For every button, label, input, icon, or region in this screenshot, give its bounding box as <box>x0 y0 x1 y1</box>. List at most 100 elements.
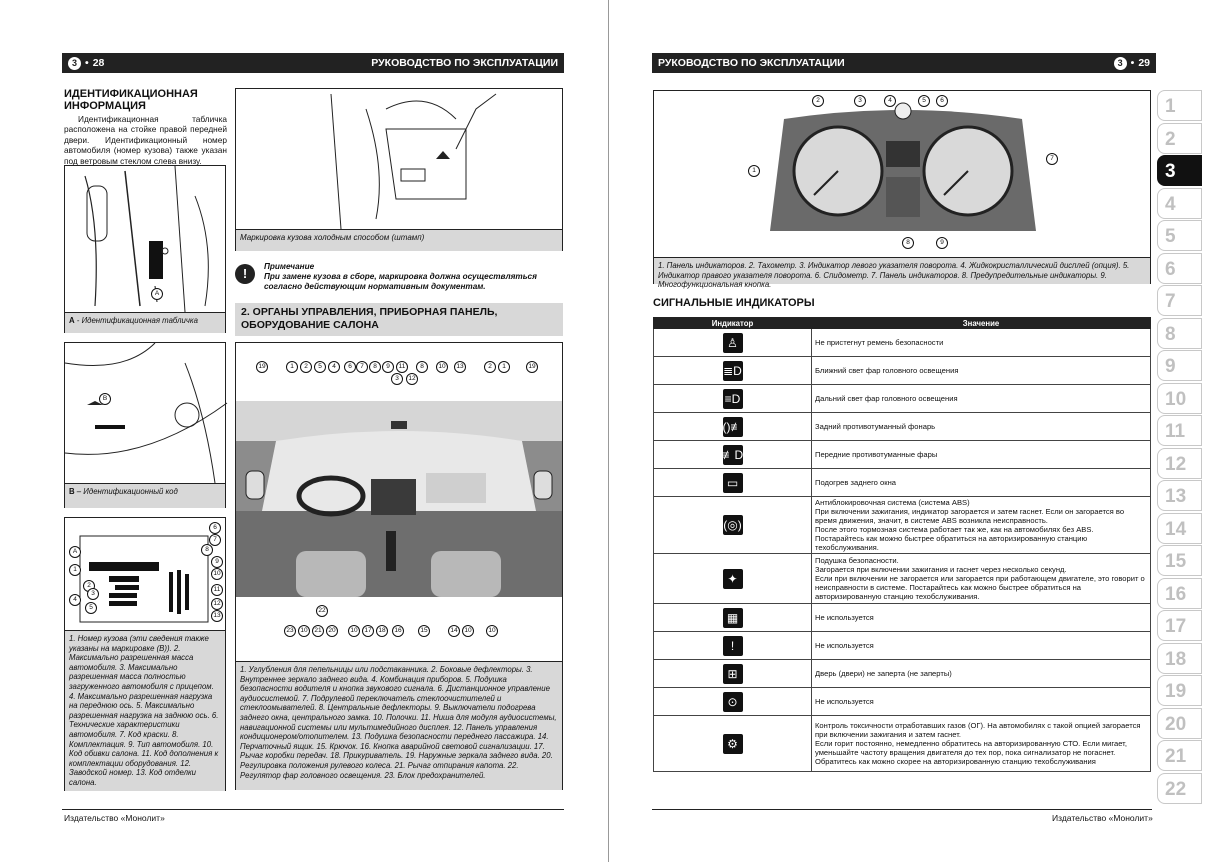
meaning-line: Не используется <box>815 613 874 622</box>
seatbelt-icon: ♙ <box>722 332 743 353</box>
indicator-cell: ▦ <box>653 603 812 632</box>
chapter-tab-4[interactable]: 4 <box>1157 187 1202 219</box>
rear-defrost-icon: ▭ <box>722 472 743 493</box>
meaning-line: Постарайтесь как можно быстрее обратитьс… <box>815 534 1088 552</box>
meaning-line: Если при включении не загорается или заг… <box>815 574 1145 601</box>
table-row: !Не используется <box>653 631 1151 660</box>
chapter-tab-14[interactable]: 14 <box>1157 512 1202 544</box>
table-row: ✦ Подушка безопасности.Загорается при вкл… <box>653 553 1151 604</box>
airbag-icon: ✦ <box>722 568 743 589</box>
meaning-line: Подогрев заднего окна <box>815 478 896 487</box>
fig-ident-plate: A А - Идентификационная табличка <box>64 165 226 333</box>
meaning-line: Контроль токсичности отработавших газов … <box>815 721 1141 739</box>
high-beam-icon: ≡D <box>722 388 743 409</box>
table-row: ⚙Контроль токсичности отработавших газов… <box>653 715 1151 772</box>
indicator-cell: ✦ <box>653 553 812 604</box>
meaning-line: Подушка безопасности. <box>815 556 899 565</box>
meaning-cell: Не используется <box>811 631 1151 660</box>
immobilizer-icon: ⊙ <box>722 691 743 712</box>
chapter-tab-1[interactable]: 1 <box>1157 90 1202 121</box>
right-header-title: РУКОВОДСТВО ПО ЭКСПЛУАТАЦИИ <box>658 57 845 69</box>
meaning-cell: Подушка безопасности.Загорается при вклю… <box>811 553 1151 604</box>
table-header-row: Индикатор Значение <box>653 317 1151 329</box>
meaning-line: Передние противотуманные фары <box>815 450 938 459</box>
right-chapter-page-number: 3 • 29 <box>1113 56 1150 70</box>
instrument-cluster-photo <box>770 102 1036 231</box>
table-row: ▭ Подогрев заднего окна <box>653 468 1151 497</box>
indicator-cell: ! <box>653 631 812 660</box>
table-row: ⊞Дверь (двери) не заперта (не заперты) <box>653 659 1151 688</box>
meaning-cell: Не пристегнут ремень безопасности <box>811 328 1151 357</box>
meaning-cell: Контроль токсичности отработавших газов … <box>811 715 1151 772</box>
chapter-tab-13[interactable]: 13 <box>1157 480 1202 511</box>
fig-plate-diagram: A 1 2 3 4 5 6 7 8 9 10 11 12 13 1. Номер… <box>64 517 226 791</box>
chapter-tab-11[interactable]: 11 <box>1157 415 1202 446</box>
plate-diagram-drawing <box>79 535 209 623</box>
chapter-tab-16[interactable]: 16 <box>1157 577 1202 609</box>
table-row: ♙ Не пристегнут ремень безопасности <box>653 328 1151 357</box>
meaning-cell: Не используется <box>811 687 1151 716</box>
left-chapter-page-number: 3 • 28 <box>68 56 104 70</box>
chapter-tab-2[interactable]: 2 <box>1157 122 1202 154</box>
chapter-tab-12[interactable]: 12 <box>1157 447 1202 479</box>
chapter-tab-10[interactable]: 10 <box>1157 382 1202 414</box>
chapter-tab-6[interactable]: 6 <box>1157 252 1202 284</box>
meaning-line: Задний противотуманный фонарь <box>815 422 936 431</box>
chapter-tab-5[interactable]: 5 <box>1157 220 1202 251</box>
indicator-cell: ()≢ <box>653 412 812 441</box>
chapter-tab-17[interactable]: 17 <box>1157 610 1202 641</box>
meaning-cell: Передние противотуманные фары <box>811 440 1151 469</box>
chapter-tab-15[interactable]: 15 <box>1157 545 1202 576</box>
dashboard-photo <box>236 401 562 597</box>
chapter-tab-22[interactable]: 22 <box>1157 772 1202 804</box>
right-footer: Издательство «Монолит» <box>1052 813 1153 823</box>
meaning-cell: Не используется <box>811 603 1151 632</box>
indicator-cell: ≡D <box>653 384 812 413</box>
indicator-cell: ▭ <box>653 468 812 497</box>
fig-dashboard: 19 1 2 5 4 6 7 8 9 11 8 10 13 2 1 19 3 1… <box>235 342 563 790</box>
indicator-cell: ≢D <box>653 440 812 469</box>
chapter-tab-20[interactable]: 20 <box>1157 707 1202 739</box>
fig-ident-code: B В – Идентификационный код <box>64 342 228 508</box>
plate-caption: 1. Номер кузова (эти сведения также указ… <box>65 630 225 791</box>
meaning-line: Не используется <box>815 641 874 650</box>
indicator-cell: ≣D <box>653 356 812 385</box>
ident-title: ИДЕНТИФИКАЦИОННАЯ ИНФОРМАЦИЯ <box>64 88 198 112</box>
indicator-cell: ♙ <box>653 328 812 357</box>
meaning-line: После этого тормозная система работает т… <box>815 525 1094 534</box>
right-footer-rule <box>652 809 1152 810</box>
chapter-tab-18[interactable]: 18 <box>1157 642 1202 674</box>
table-row: ()≢Задний противотуманный фонарь <box>653 412 1151 441</box>
chapter-tab-21[interactable]: 21 <box>1157 740 1202 771</box>
chapter-tab-3[interactable]: 3 <box>1157 155 1202 186</box>
table-row: (◎)Антиблокировочная система (система AB… <box>653 496 1151 554</box>
left-footer-rule <box>62 809 564 810</box>
chapter-tab-7[interactable]: 7 <box>1157 285 1202 316</box>
fig-stamp: Маркировка кузова холодным способом (шта… <box>235 88 563 251</box>
table-row: ⊙ Не используется <box>653 687 1151 716</box>
chapter-tab-19[interactable]: 19 <box>1157 675 1202 706</box>
controls-caption: 1. Углубления для пепельницы или подстак… <box>236 661 562 790</box>
fig-a-callout: A <box>151 288 163 300</box>
fig-a-caption: А - Идентификационная табличка <box>65 312 225 333</box>
signals-title: СИГНАЛЬНЫЕ ИНДИКАТОРЫ <box>653 297 815 309</box>
chapter-tab-8[interactable]: 8 <box>1157 317 1202 349</box>
stamp-caption: Маркировка кузова холодным способом (шта… <box>236 229 562 251</box>
right-header-bar: РУКОВОДСТВО ПО ЭКСПЛУАТАЦИИ 3 • 29 <box>652 53 1156 73</box>
left-footer: Издательство «Монолит» <box>64 813 165 823</box>
indicator-cell: (◎) <box>653 496 812 554</box>
ident-text: Идентификационная табличка расположена н… <box>64 114 227 166</box>
table-row: ≢D Передние противотуманные фары <box>653 440 1151 469</box>
note-block: Примечание При замене кузова в сборе, ма… <box>264 262 537 291</box>
meaning-line: Антиблокировочная система (система ABS) <box>815 498 970 507</box>
indicator-cell: ⊙ <box>653 687 812 716</box>
header-indicator: Индикатор <box>653 317 812 329</box>
chapter-tab-9[interactable]: 9 <box>1157 350 1202 381</box>
front-fog-icon: ≢D <box>722 444 743 465</box>
meaning-line: Обратитесь как можно скорее на авторизир… <box>815 757 1096 766</box>
meaning-line: Не пристегнут ремень безопасности <box>815 338 944 347</box>
door-pillar-drawing <box>84 165 209 313</box>
meaning-cell: Задний противотуманный фонарь <box>811 412 1151 441</box>
